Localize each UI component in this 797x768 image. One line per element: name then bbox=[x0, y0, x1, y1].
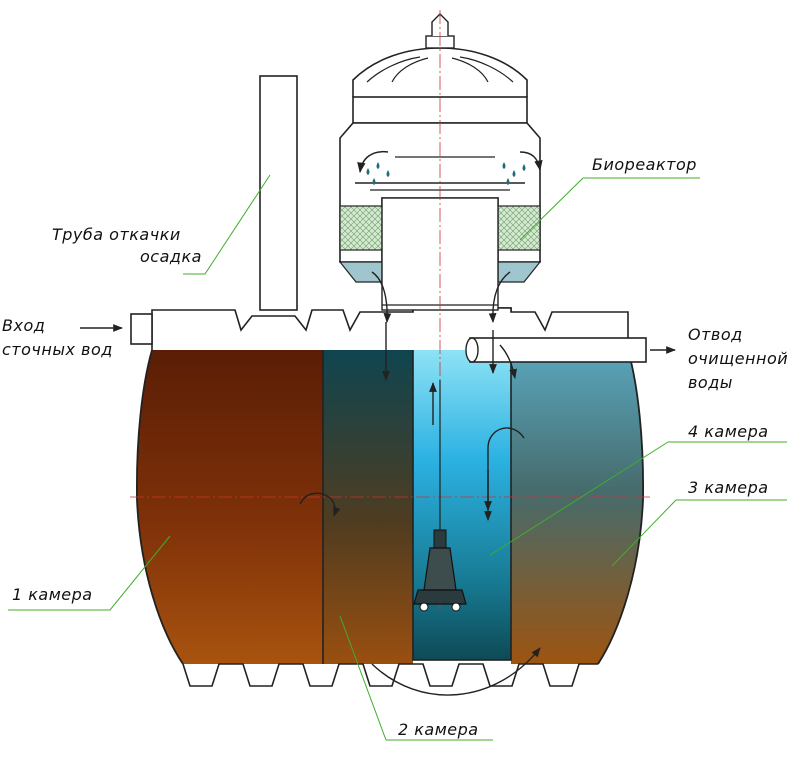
label-chamber-1: 1 камера bbox=[12, 585, 93, 604]
flow-arrow-icon bbox=[371, 647, 541, 696]
filter-left bbox=[339, 205, 383, 251]
label-outlet-3: воды bbox=[688, 373, 733, 392]
label-bioreactor: Биореактор bbox=[592, 155, 697, 174]
flow-arrow-icon bbox=[519, 151, 543, 172]
internal-flow-arrows bbox=[80, 322, 676, 696]
chamber-1-fill bbox=[136, 350, 323, 664]
label-inlet-2: сточных вод bbox=[2, 340, 113, 359]
label-chamber-4: 4 камера bbox=[688, 422, 769, 441]
label-chamber-3: 3 камера bbox=[688, 478, 769, 497]
sewage-pump-icon bbox=[413, 380, 467, 612]
leader-lines bbox=[8, 174, 787, 741]
label-outlet-2: очищенной bbox=[688, 349, 788, 368]
flow-arrow-icon bbox=[484, 427, 525, 511]
label-inlet-1: Вход bbox=[2, 316, 45, 335]
label-outlet-1: Отвод bbox=[688, 325, 743, 344]
chamber-2-fill bbox=[323, 350, 413, 664]
tank-outline bbox=[135, 349, 645, 665]
flow-arrow-icon bbox=[299, 492, 341, 517]
flow-arrow-icon bbox=[371, 271, 392, 323]
outlet-pipe bbox=[465, 337, 647, 363]
sludge-pipe bbox=[259, 75, 298, 311]
label-sludge-pipe-1: Труба откачки bbox=[52, 225, 181, 244]
flow-arrow-icon bbox=[357, 150, 389, 174]
labels: Труба откачки осадка Вход сточных вод Би… bbox=[2, 155, 788, 739]
inlet-pipe bbox=[130, 313, 153, 345]
chamber-4-fill bbox=[413, 350, 511, 660]
label-chamber-2: 2 камера bbox=[398, 720, 479, 739]
tank-body bbox=[135, 307, 645, 687]
tank-bottom-ribs bbox=[182, 663, 598, 687]
label-sludge-pipe-2: осадка bbox=[140, 247, 202, 266]
flow-arrow-icon bbox=[488, 271, 511, 323]
filter-right bbox=[497, 205, 541, 251]
tank-top bbox=[130, 75, 629, 350]
flow-arrow-icon bbox=[499, 344, 517, 379]
droplet-icon bbox=[366, 162, 526, 185]
chamber-3-fill bbox=[511, 350, 644, 664]
